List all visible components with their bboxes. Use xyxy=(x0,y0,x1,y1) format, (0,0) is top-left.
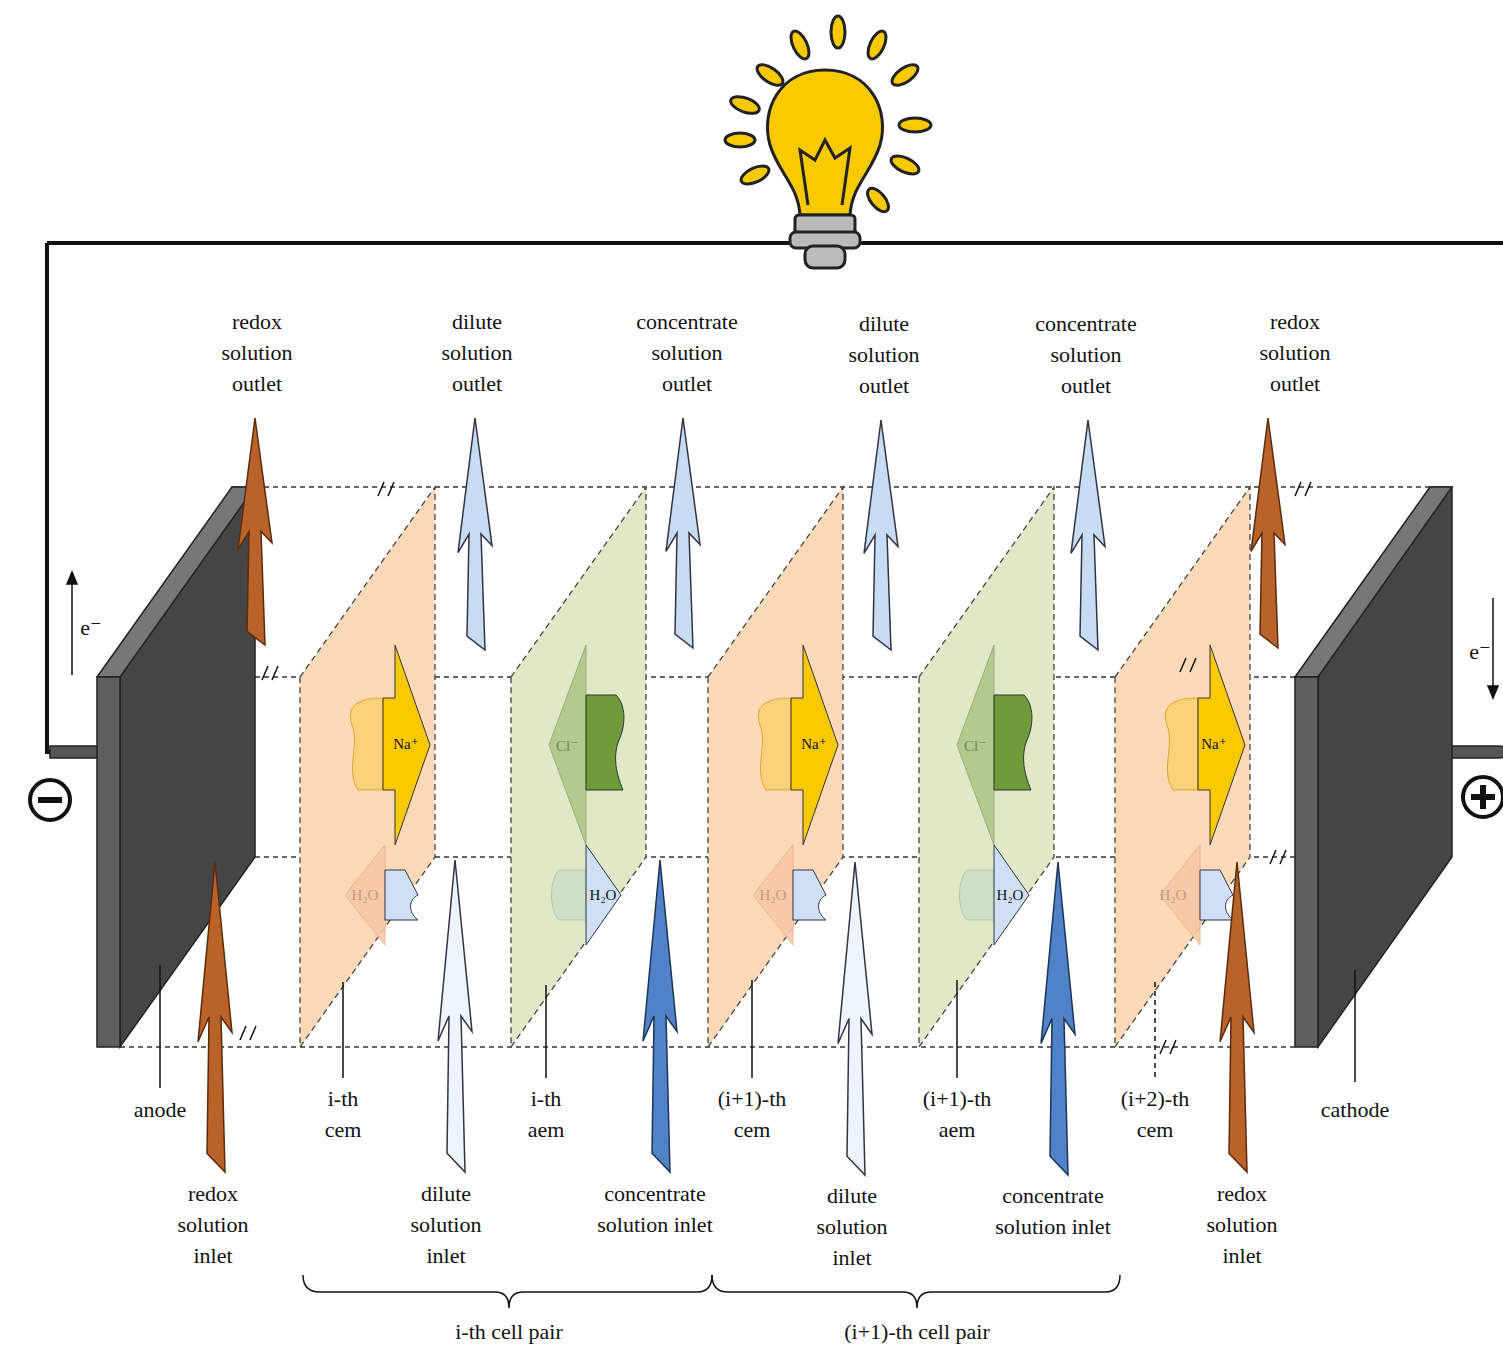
part-label: redox solution inlet xyxy=(1187,1178,1297,1271)
part-label: concentrate solution inlet xyxy=(588,1178,723,1240)
ion-flux-arrow xyxy=(1165,698,1198,790)
part-label: concentrate solution outlet xyxy=(1025,308,1147,401)
part-label: e⁻ xyxy=(1465,636,1495,667)
anion-exchange-membrane xyxy=(511,487,646,1047)
concentrate-outlet-arrow xyxy=(666,418,700,648)
water-label: H₂O xyxy=(753,886,793,904)
anode-plate xyxy=(97,487,255,1047)
water-label: H₂O xyxy=(583,886,623,904)
ion-label: Na⁺ xyxy=(1194,735,1234,753)
water-flux-arrow xyxy=(345,845,385,945)
electron-arrow xyxy=(67,572,1498,698)
part-label: concentrate solution outlet xyxy=(626,306,748,399)
water-label: H₂O xyxy=(990,886,1030,904)
dilute-inlet-arrow xyxy=(838,862,872,1175)
ion-label: Cl⁻ xyxy=(547,737,587,755)
part-label: i-th cem xyxy=(317,1083,369,1145)
water-flux-arrow xyxy=(793,870,826,920)
anode-terminal xyxy=(50,746,98,758)
light-bulb xyxy=(725,16,931,268)
ion-flux-arrow xyxy=(350,698,383,790)
ion-label: Na⁺ xyxy=(794,735,834,753)
ion-label: Na⁺ xyxy=(386,735,426,753)
part-label: dilute solution inlet xyxy=(391,1178,501,1271)
part-label: i-th cell pair xyxy=(359,1316,659,1347)
part-label: (i+1)-th cell pair xyxy=(767,1316,1067,1347)
cell-pair-bracket xyxy=(303,1275,1120,1308)
redox-outlet-arrow xyxy=(1251,418,1285,648)
part-label: redox solution outlet xyxy=(1240,306,1350,399)
part-label: dilute solution inlet xyxy=(797,1180,907,1273)
water-flux-arrow xyxy=(385,870,418,920)
dilute-outlet-arrow xyxy=(458,418,492,650)
ion-flux-arrow xyxy=(586,695,624,790)
dilute-outlet-arrow xyxy=(864,420,898,650)
part-label: (i+2)-th cem xyxy=(1107,1083,1203,1145)
part-label: i-th aem xyxy=(520,1083,572,1145)
part-label: dilute solution outlet xyxy=(422,306,532,399)
ion-flux-arrow xyxy=(994,695,1032,790)
part-label: redox solution inlet xyxy=(158,1178,268,1271)
concentrate-inlet-arrow xyxy=(643,860,677,1172)
ion-flux-arrow xyxy=(758,698,791,790)
redox-outlet-arrow xyxy=(238,418,272,645)
leader-line xyxy=(160,482,1355,1088)
polarity-sign xyxy=(30,777,1503,820)
anion-exchange-membrane xyxy=(919,487,1054,1047)
stack-outline xyxy=(120,487,1452,1047)
part-label: redox solution outlet xyxy=(202,306,312,399)
cathode-plate xyxy=(1295,487,1452,1047)
redox-inlet-arrow xyxy=(198,862,232,1172)
redox-inlet-arrow xyxy=(1220,862,1254,1172)
water-label: H₂O xyxy=(1153,886,1193,904)
part-label: (i+1)-th cem xyxy=(704,1083,800,1145)
part-label: e⁻ xyxy=(76,612,106,643)
part-label: concentrate solution inlet xyxy=(986,1180,1121,1242)
water-flux-arrow xyxy=(552,870,587,920)
ion-flux-arrow xyxy=(791,645,838,845)
ion-flux-arrow xyxy=(383,645,430,845)
part-label: (i+1)-th aem xyxy=(909,1083,1005,1145)
part-label: dilute solution outlet xyxy=(829,308,939,401)
water-label: H₂O xyxy=(345,886,385,904)
part-label: cathode xyxy=(1305,1094,1405,1125)
concentrate-outlet-arrow xyxy=(1071,420,1105,650)
cation-exchange-membrane xyxy=(300,487,435,1047)
water-flux-arrow xyxy=(753,845,793,945)
ion-label: Cl⁻ xyxy=(955,737,995,755)
part-label: anode xyxy=(110,1094,210,1125)
concentrate-inlet-arrow xyxy=(1041,862,1075,1175)
cation-exchange-membrane xyxy=(708,487,843,1047)
dilute-inlet-arrow xyxy=(438,860,472,1172)
water-flux-arrow xyxy=(960,870,995,920)
water-flux-arrow xyxy=(1200,870,1233,920)
